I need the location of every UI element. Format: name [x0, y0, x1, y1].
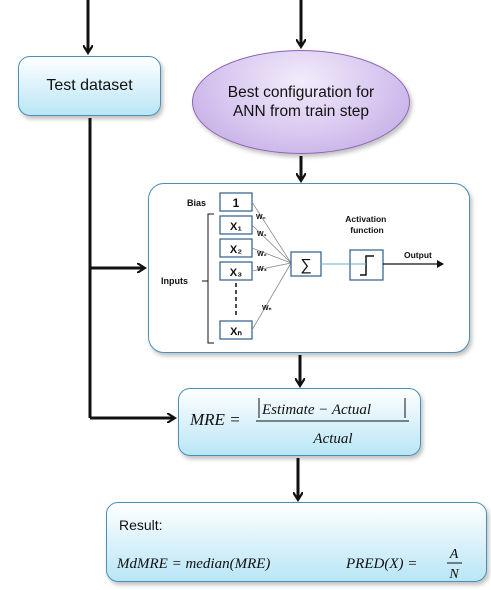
- weight-w0: W₀: [256, 214, 266, 221]
- mdmre-formula: MdMRE = median(MRE): [116, 556, 270, 572]
- pred-lhs: PRED(X) =: [345, 556, 417, 572]
- inputs-label: Inputs: [161, 276, 188, 286]
- test-dataset-box: Test dataset: [18, 56, 161, 116]
- input-xn-label: Xₙ: [230, 326, 242, 338]
- bias-label: Bias: [187, 198, 206, 208]
- best-config-ellipse: Best configuration for ANN from train st…: [192, 50, 410, 154]
- bias-value: 1: [233, 196, 240, 210]
- mre-formula: MRE = Estimate − Actual Actual: [189, 398, 409, 447]
- best-config-label: Best configuration for ANN from train st…: [227, 84, 375, 120]
- result-box: Result:: [106, 502, 487, 582]
- input-x3-label: X₃: [230, 267, 242, 279]
- input-x2-label: X₂: [230, 244, 242, 256]
- mre-numerator: Estimate − Actual: [261, 402, 371, 418]
- weight-w1: W₁: [257, 231, 267, 238]
- summation-node: [290, 251, 322, 277]
- pred-denominator: N: [448, 567, 459, 582]
- mre-lhs: MRE =: [189, 410, 241, 429]
- summation-symbol: ∑: [300, 257, 311, 274]
- weight-w3: W₃: [257, 266, 267, 273]
- result-formulas: MdMRE = median(MRE) PRED(X) = A N: [116, 547, 462, 582]
- weight-w2: W₂: [257, 251, 267, 258]
- output-label: Output: [404, 250, 432, 260]
- weight-connections: [251, 201, 292, 331]
- inputs-bracket: [207, 213, 214, 344]
- mre-formula-box: [178, 388, 421, 456]
- test-dataset-label: Test dataset: [46, 77, 133, 94]
- weight-wn: Wₙ: [262, 305, 272, 312]
- pred-numerator: A: [449, 547, 459, 562]
- activation-label: Activation function: [345, 214, 388, 235]
- result-label: Result:: [119, 517, 163, 533]
- neuron-diagram: Bias 1 Inputs X₁ X₂ X₃ Xₙ W₀ W₁ W₂ W₃ Wₙ…: [161, 192, 444, 344]
- input-x1-label: X₁: [230, 221, 242, 233]
- step-function-icon: [360, 255, 374, 276]
- mre-denominator: Actual: [312, 431, 352, 447]
